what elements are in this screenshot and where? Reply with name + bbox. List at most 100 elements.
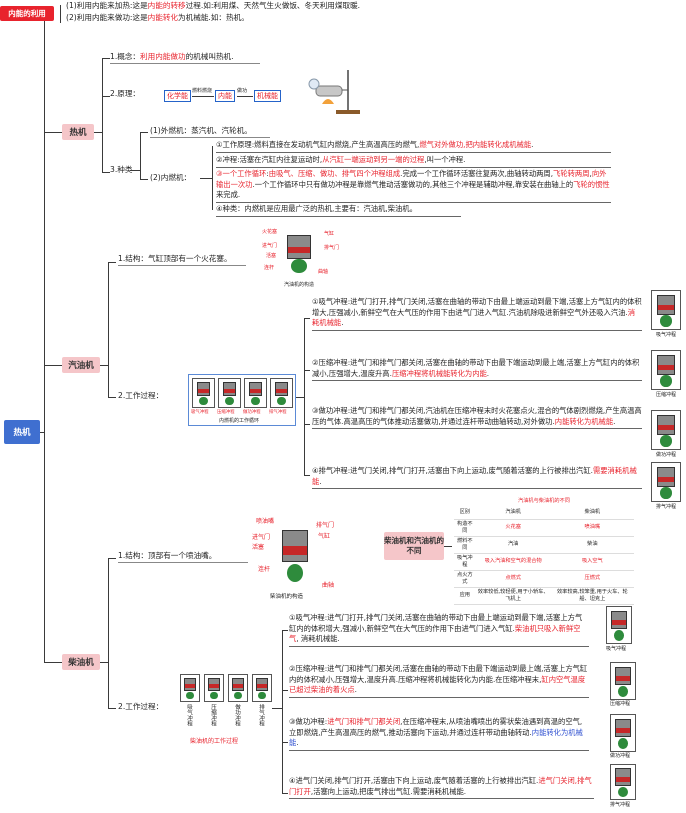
dr4g: 效率较低,较轻便,用于小轿车、飞机上 <box>475 587 551 605</box>
heat-b1 <box>102 58 110 59</box>
table-row: 应用效率较低,较轻便,用于小轿车、飞机上效率较高,较笨重,用于火车、轮船、坦克上 <box>454 587 634 605</box>
gc-2 <box>218 378 241 408</box>
heat-trunk <box>102 58 103 172</box>
gt2: 压缩冲程 <box>656 392 677 398</box>
gc-l3: 做功冲程 <box>243 410 261 415</box>
box-internal: 内能 <box>215 90 235 102</box>
gp-b1 <box>304 318 310 319</box>
diff-title: 汽油机与柴油机的不同 <box>518 498 570 504</box>
diesel-stub <box>100 662 108 663</box>
diesel-structure-caption: 柴油机的构造 <box>270 594 304 600</box>
dt1: 吸气冲程 <box>606 646 627 652</box>
gp-b2 <box>304 370 310 371</box>
lbl-rod: 连杆 <box>264 265 275 271</box>
diesel-tag: 柴油机 <box>62 654 100 670</box>
i3r1: ③一个工作循环 <box>216 169 267 178</box>
gas-b2 <box>108 397 116 398</box>
arrow-burn-label: 燃料燃烧 <box>192 88 213 94</box>
gs3a: ③做功冲程:进气门和排气门都关闭,汽油机在压缩冲程末时火花塞点火,混合的气体剧烈… <box>312 406 642 426</box>
i3r2: 由吸气、压缩、做功、排气四个冲程组成 <box>268 169 401 178</box>
gs4b: . <box>319 476 322 486</box>
ext-underline <box>150 137 270 138</box>
gs3b: . <box>613 416 616 426</box>
heat-use-line: (1)利用内能来加热:这是内能的转移过程.如:利用煤、天然气生火做饭、冬天利用煤… <box>66 1 360 12</box>
lbl-cylinder: 气缸 <box>324 231 335 237</box>
t2b: 为机械能.如：热机。 <box>178 13 249 22</box>
trunk-stub <box>40 432 44 433</box>
dl-rod: 连杆 <box>258 566 271 573</box>
gs2b: . <box>486 368 490 378</box>
box-chemical: 化学能 <box>164 90 191 102</box>
ds4b: ,活塞向上运动,把废气排出气缸.需要消耗机械能. <box>310 786 467 796</box>
ds1r: 柴油机只吸入新鲜空气 <box>289 623 581 644</box>
i2b: ,叫一个冲程. <box>424 155 466 164</box>
t2r: 内能转化 <box>147 13 179 22</box>
dr4k: 应用 <box>454 587 476 605</box>
external-combustion: (1)外燃机：蒸汽机、汽轮机。 <box>150 126 252 135</box>
difference-table: 汽油机与柴油机的不同 区别汽油机柴油机 构造不同火花塞喷油嘴 燃料不同汽油柴油 … <box>454 497 634 605</box>
root-label: 热机 <box>13 428 31 438</box>
table-row: 吸气冲程吸入汽油和空气的混合物吸入空气 <box>454 553 634 571</box>
hc-r: 利用内能做功 <box>140 52 186 61</box>
dl-exhaust: 排气门 <box>316 522 335 529</box>
types-b1 <box>140 132 148 133</box>
i2r: 从汽缸一端运动到另一端的过程 <box>322 155 425 164</box>
dr1d: 柴油 <box>550 536 634 554</box>
diesel-cycle-caption: 柴油机的工作过程 <box>190 738 239 745</box>
dr2k: 吸气冲程 <box>454 553 476 571</box>
dt3: 做功冲程 <box>610 753 631 759</box>
i3b: .完成一个工作循环活塞往复两次,曲轴转动两周, <box>400 169 554 178</box>
gp-b3 <box>304 424 310 425</box>
table-row: 点火方式点燃式压燃式 <box>454 570 634 588</box>
types-b2 <box>140 179 148 180</box>
gas-cycle-caption: 内燃机的工作循环 <box>219 418 260 424</box>
lbl-piston: 活塞 <box>266 253 277 259</box>
gas-thumb-intake <box>651 290 681 330</box>
dc-3 <box>228 674 248 702</box>
dl-cylinder: 气缸 <box>318 533 331 540</box>
gc-3 <box>244 378 267 408</box>
diesel-thumb-exhaust <box>610 764 636 800</box>
diesel-b1 <box>108 558 116 559</box>
gc-l2: 压缩冲程 <box>217 410 235 415</box>
gs1b: . <box>341 318 344 327</box>
lbl-crank: 曲轴 <box>318 269 329 275</box>
gas-cycle-figure: 吸气冲程 压缩冲程 做功冲程 排气冲程 内燃机的工作循环 <box>188 374 296 426</box>
dc-l4: 排气冲程 <box>258 704 264 726</box>
diesel-structure: 1.结构：顶部有一个喷油嘴。 <box>118 551 217 560</box>
gc-4 <box>270 378 293 408</box>
internal-energy-tag-label: 内能的利用 <box>8 9 46 18</box>
gas-intake-stroke: ①吸气冲程:进气门打开,排气门关闭,活塞在曲轴的带动下由最上端运动到最下端,活塞… <box>312 297 642 331</box>
gas-process-trunk <box>304 318 305 475</box>
internal-combustion-label: (2)内燃机： <box>150 173 192 182</box>
diesel-trunk <box>108 558 109 708</box>
gs2r: 压缩冲程将机械能转化为内能 <box>391 368 487 378</box>
ds1b: , 消耗机械能. <box>296 634 340 643</box>
dr4d: 效率较高,较笨重,用于火车、轮船、坦克上 <box>550 587 634 605</box>
diesel-process-label: 2.工作过程： <box>118 702 164 711</box>
t2a: (2)利用内能来做功:这是 <box>66 13 148 22</box>
hc-b: 的机械叫热机. <box>185 52 234 61</box>
lbl-exhaust: 排气门 <box>324 245 340 251</box>
gas-exhaust-stroke: ④排气冲程:进气门关闭,排气门打开,活塞由下向上运动,废气随着活塞的上行被排出汽… <box>312 466 642 489</box>
ic-kinds: ④种类：内燃机是应用最广泛的热机,主要有：汽油机,柴油机。 <box>216 204 461 217</box>
gs4a: ④排气冲程:进气门关闭,排气门打开,活塞由下向上运动,废气随着活塞的上行被排出汽… <box>312 466 593 475</box>
ds2a: ②压缩冲程:进气门和排气门都关闭,活塞在曲轴的带动下由最下端运动到最上端,活塞上… <box>289 664 588 684</box>
diesel-process-trunk <box>282 630 283 793</box>
gas-structure: 1.结构：气缸顶部有一个火花塞。 <box>118 254 232 263</box>
gas-process-stub <box>296 397 304 398</box>
dc-4 <box>252 674 272 702</box>
ic-stroke: ②冲程:活塞在汽缸内往复运动时,从汽缸一端运动到另一端的过程,叫一个冲程. <box>216 155 611 168</box>
gas-compression-stroke: ②压缩冲程:进气门和排气门都关闭,活塞在曲轴的带动下由最下端运动到最上端,活塞上… <box>312 358 642 381</box>
heat-types-label: 3.种类 <box>110 165 133 174</box>
heat-engine-tag: 热机 <box>62 124 94 140</box>
heat-engine-tag-label: 热机 <box>69 128 87 138</box>
steam-apparatus-illustration <box>308 70 360 114</box>
diff-head: 区别汽油机柴油机 <box>454 507 634 520</box>
ic-cycle: ③一个工作循环:由吸气、压缩、做功、排气四个冲程组成.完成一个工作循环活塞往复两… <box>216 169 611 203</box>
difference-tag: 柴油机和汽油机的不同 <box>384 532 444 560</box>
lbl-intake: 进气门 <box>262 243 278 249</box>
dr1g: 汽油 <box>475 536 551 554</box>
gp-b4 <box>304 475 310 476</box>
dp-b3 <box>282 742 288 743</box>
